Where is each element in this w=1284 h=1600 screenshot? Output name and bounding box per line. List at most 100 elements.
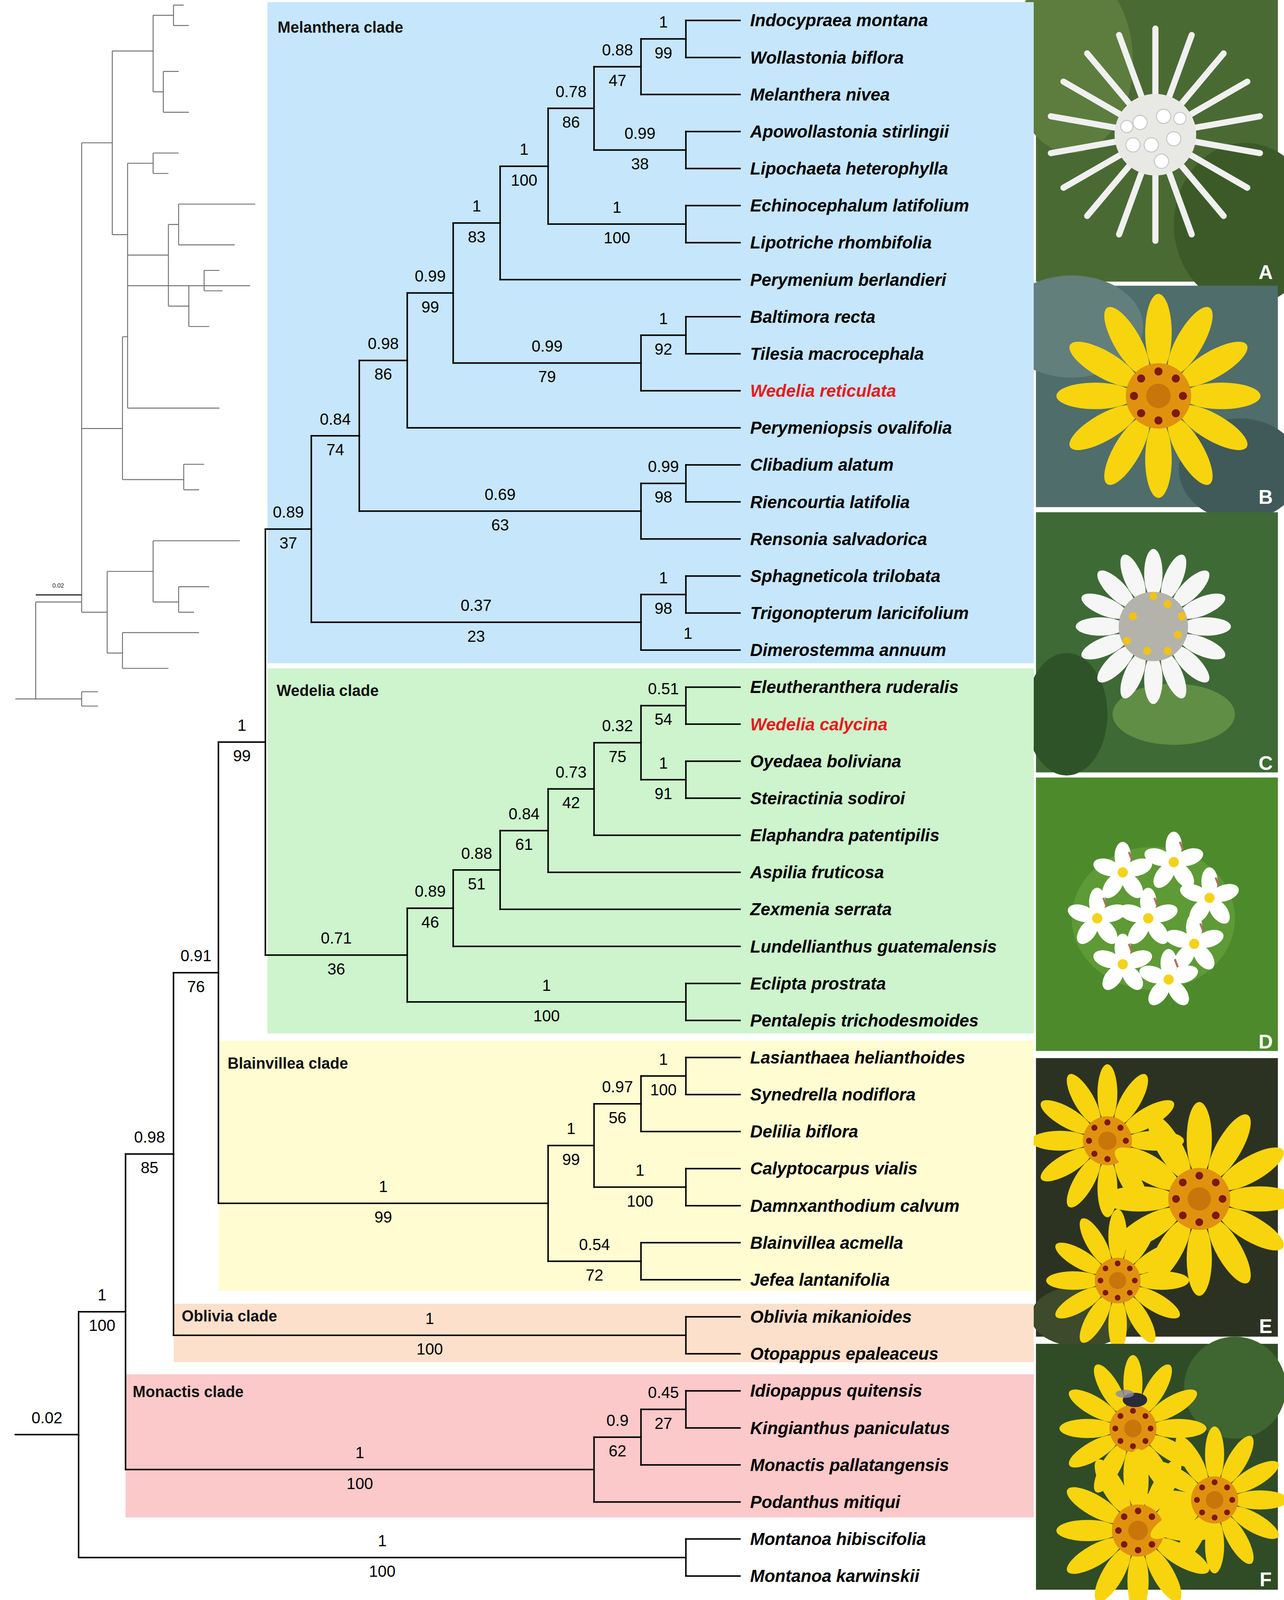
illustration-shape <box>1154 173 1156 242</box>
support-value: 0.99 <box>414 267 446 286</box>
illustration-shape <box>1035 512 1278 773</box>
taxon-name: Lasianthaea helianthoides <box>750 1047 966 1068</box>
clade-band: Wedelia clade <box>267 668 1035 1035</box>
tree-branch <box>359 510 642 513</box>
illustration-shape <box>1025 653 1108 776</box>
support-value: 0.99 <box>624 124 656 144</box>
tree-branch <box>641 1075 686 1078</box>
tree-branch <box>548 107 595 110</box>
tree-branch <box>685 1056 741 1059</box>
illustration-shape <box>1144 655 1163 705</box>
tree-branch <box>685 20 687 58</box>
tree-branch <box>685 612 741 615</box>
photo-b <box>1000 275 1284 521</box>
illustration-shape <box>1173 142 1284 307</box>
support-value: 1 <box>659 310 669 329</box>
taxon-name: Podanthus mitiqui <box>750 1492 901 1513</box>
taxon-name: Perymenium berlandieri <box>750 270 947 290</box>
taxon-name: Idiopappus quitensis <box>750 1381 923 1401</box>
support-value: 0.88 <box>602 41 633 60</box>
tree-branch <box>685 1316 741 1318</box>
tree-branch <box>500 165 549 168</box>
support-value: 42 <box>562 794 580 813</box>
support-value: 56 <box>608 1109 627 1128</box>
tree-branch <box>685 1391 687 1429</box>
tree-branch <box>453 362 642 365</box>
illustration-shape <box>1156 109 1171 124</box>
support-value: 0.32 <box>602 717 633 736</box>
tree-branch <box>173 972 219 974</box>
tree-branch <box>358 360 361 512</box>
tree-branch <box>311 435 360 437</box>
tree-branch <box>685 131 687 169</box>
illustration-shape <box>1144 549 1163 599</box>
illustration-shape <box>1168 34 1192 99</box>
tree-branch <box>15 1434 79 1437</box>
illustration-shape <box>1063 81 1122 116</box>
illustration-shape <box>1142 831 1206 892</box>
support-value: 0.84 <box>319 410 351 430</box>
illustration-shape <box>35 594 82 596</box>
support-value: 1 <box>659 754 669 774</box>
tree-branch <box>685 797 741 800</box>
taxon-name: Elaphandra patentipilis <box>750 825 940 846</box>
support-value: 1 <box>683 624 693 644</box>
tree-branch <box>685 19 741 22</box>
tree-branch <box>641 390 741 392</box>
support-value: 27 <box>654 1415 673 1434</box>
tree-branch <box>500 830 549 833</box>
tree-branch <box>641 593 686 596</box>
tree-branch <box>78 1311 126 1314</box>
support-value: 0.69 <box>484 485 516 505</box>
tree-branch <box>593 65 641 68</box>
taxon-name: Blainvillea acmella <box>750 1233 904 1254</box>
taxon-name: Monactis pallatangensis <box>750 1455 950 1476</box>
tree-branch <box>547 789 550 873</box>
tree-branch <box>685 576 687 614</box>
tree-branch <box>685 1317 687 1355</box>
illustration-shape <box>1176 629 1229 665</box>
tree-branch <box>685 353 741 355</box>
taxon-name: Clibadium alatum <box>750 454 894 475</box>
illustration-shape <box>15 5 256 707</box>
support-value: 99 <box>374 1208 393 1228</box>
tree-branch <box>407 427 741 430</box>
tree-branch <box>685 575 741 578</box>
taxon-name: Echinocephalum latifolium <box>750 195 970 216</box>
support-value: 47 <box>608 71 627 91</box>
taxon-name: Perymeniopsis ovalifolia <box>750 417 953 438</box>
tree-branch <box>453 946 741 948</box>
support-value: 0.98 <box>134 1128 166 1148</box>
tree-branch <box>407 292 454 295</box>
support-value: 91 <box>654 785 673 804</box>
illustration-shape <box>1125 137 1140 152</box>
support-value: 1 <box>659 569 669 588</box>
support-value: 63 <box>491 516 509 535</box>
tree-branch <box>452 223 455 364</box>
illustration-shape <box>1071 847 1235 990</box>
tree-branch <box>407 1001 686 1004</box>
tree-branch <box>685 723 741 726</box>
support-value: 1 <box>519 140 529 160</box>
photo-letter: F <box>1259 1568 1272 1592</box>
tree-branch <box>640 335 642 391</box>
support-value: 99 <box>421 298 440 317</box>
support-value: 0.02 <box>31 1409 63 1429</box>
illustration-shape <box>1046 1209 1189 1353</box>
support-value: 99 <box>233 747 251 766</box>
photo-letter: D <box>1258 1030 1273 1054</box>
taxon-name: Pentalepis trichodesmoides <box>750 1010 979 1031</box>
tree-branch <box>265 954 408 957</box>
taxon-name: Melanthera nivea <box>750 84 891 105</box>
tree-branch <box>685 1539 687 1577</box>
illustration-shape <box>1092 565 1140 614</box>
support-value: 1 <box>659 13 669 32</box>
illustration-shape <box>1177 612 1186 621</box>
illustration-shape <box>1050 141 1118 154</box>
tree-branch <box>500 279 741 281</box>
tree-branch <box>407 907 454 910</box>
support-value: 0.89 <box>273 503 305 523</box>
taxon-name: Tilesia macrocephala <box>750 344 925 364</box>
illustration-shape <box>1144 137 1159 152</box>
support-value: 100 <box>346 1475 374 1494</box>
